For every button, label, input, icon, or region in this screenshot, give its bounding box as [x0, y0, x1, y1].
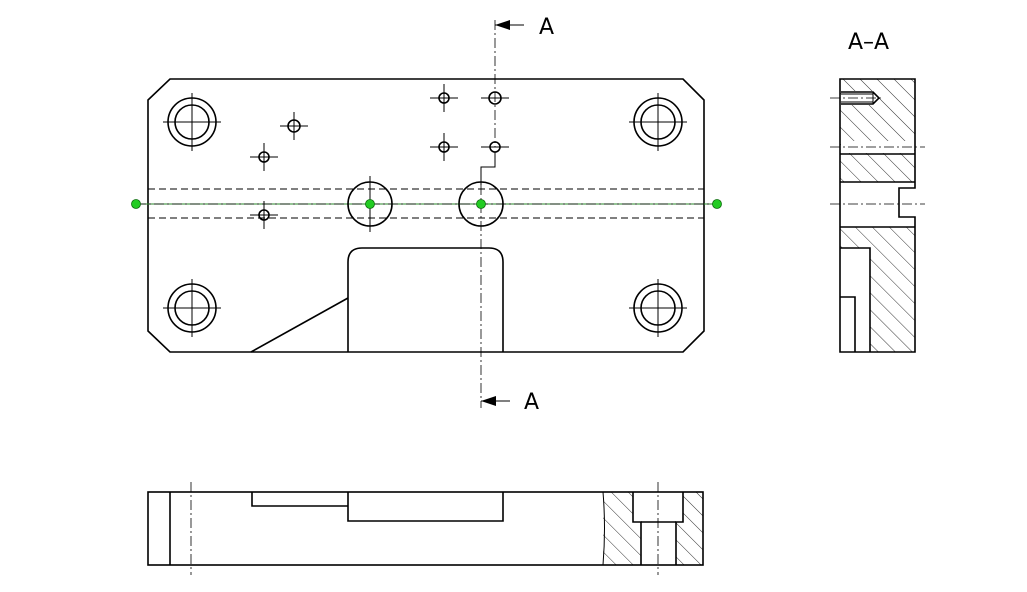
pocket-cutout[interactable]: [347, 247, 504, 352]
small-hole-5[interactable]: [430, 133, 458, 161]
section-arrow-top: [495, 20, 524, 30]
front-view-outline: [147, 78, 705, 353]
small-hole-3[interactable]: [250, 201, 278, 229]
section-outline: [839, 78, 916, 353]
chamfer-edge: [250, 297, 349, 353]
section-marker-bottom: A: [524, 390, 539, 415]
section-tapped-hole: [830, 91, 884, 105]
snap-point-dowel-right[interactable]: [476, 199, 486, 209]
snap-point-right[interactable]: [712, 199, 722, 209]
section-line-a: [480, 20, 496, 408]
small-hole-2[interactable]: [250, 143, 278, 171]
front-view: A A: [131, 15, 722, 415]
section-marker-top: A: [539, 15, 554, 40]
section-arrow-bottom: [481, 396, 510, 406]
snap-point-left[interactable]: [131, 199, 141, 209]
section-view-aa: A–A: [830, 30, 925, 353]
snap-point-dowel-left[interactable]: [365, 199, 375, 209]
corner-hole-bottom-right[interactable]: [629, 279, 687, 337]
corner-hole-bottom-left[interactable]: [163, 279, 221, 337]
small-hole-4[interactable]: [430, 84, 458, 112]
section-view-title: A–A: [848, 30, 889, 55]
corner-hole-top-right[interactable]: [629, 93, 687, 151]
corner-hole-top-left[interactable]: [163, 93, 221, 151]
bottom-view-outline: [147, 491, 704, 566]
small-hole-1[interactable]: [280, 112, 308, 140]
bottom-view: [147, 482, 704, 575]
